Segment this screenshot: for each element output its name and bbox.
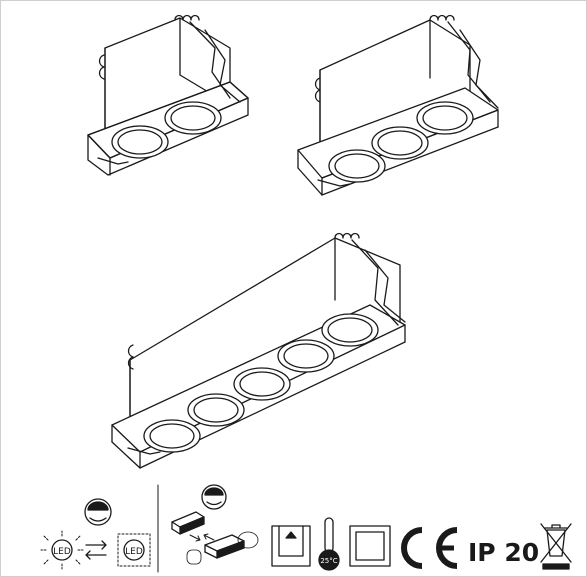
thermometer-icon: 25°C bbox=[318, 517, 340, 571]
recessed-mounting-icon bbox=[271, 525, 311, 567]
temperature-label: 25°C bbox=[320, 557, 337, 565]
led-label-left: LED bbox=[53, 547, 71, 557]
double-insulation-icon bbox=[349, 525, 391, 567]
ip-rating: IP 20 bbox=[468, 538, 539, 567]
two-lamp-fixture bbox=[87, 14, 249, 176]
ce-mark-icon: CE bbox=[401, 527, 458, 569]
weee-bin-icon bbox=[540, 523, 572, 570]
driver-replace-icon bbox=[171, 484, 259, 565]
five-lamp-fixture bbox=[111, 232, 406, 469]
led-label-right: LED bbox=[125, 547, 143, 557]
led-replace-icon: LED LED bbox=[40, 498, 151, 570]
three-lamp-fixture bbox=[297, 14, 499, 196]
